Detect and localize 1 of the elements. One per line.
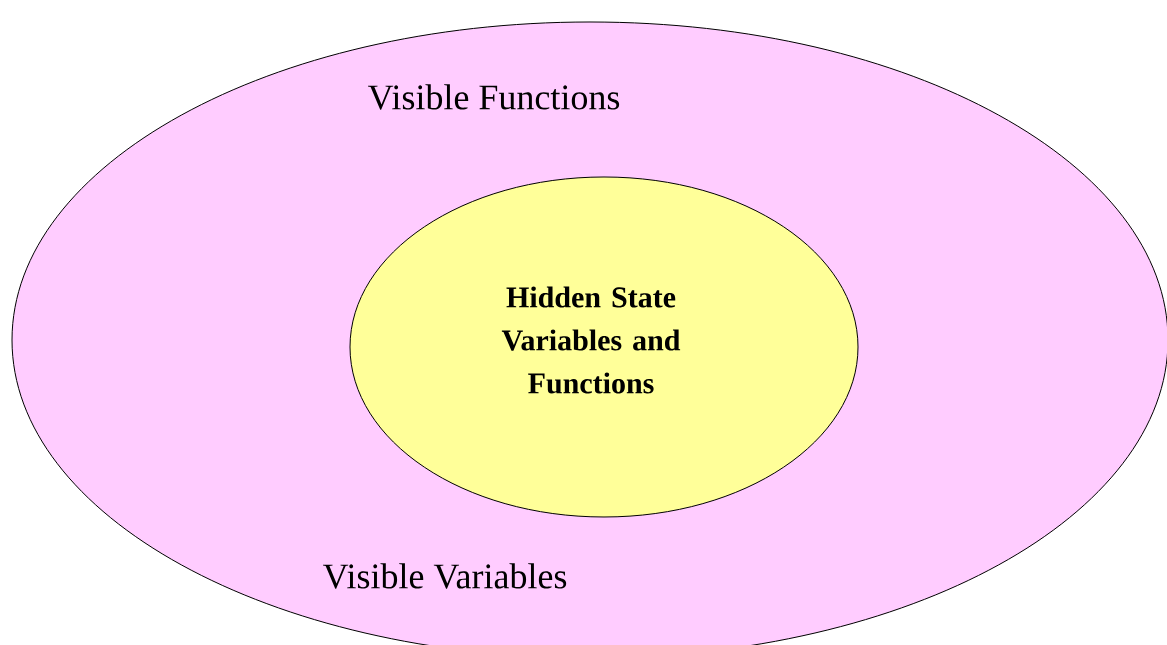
ellipse-region: Hidden State Variables and Functions bbox=[349, 176, 859, 518]
